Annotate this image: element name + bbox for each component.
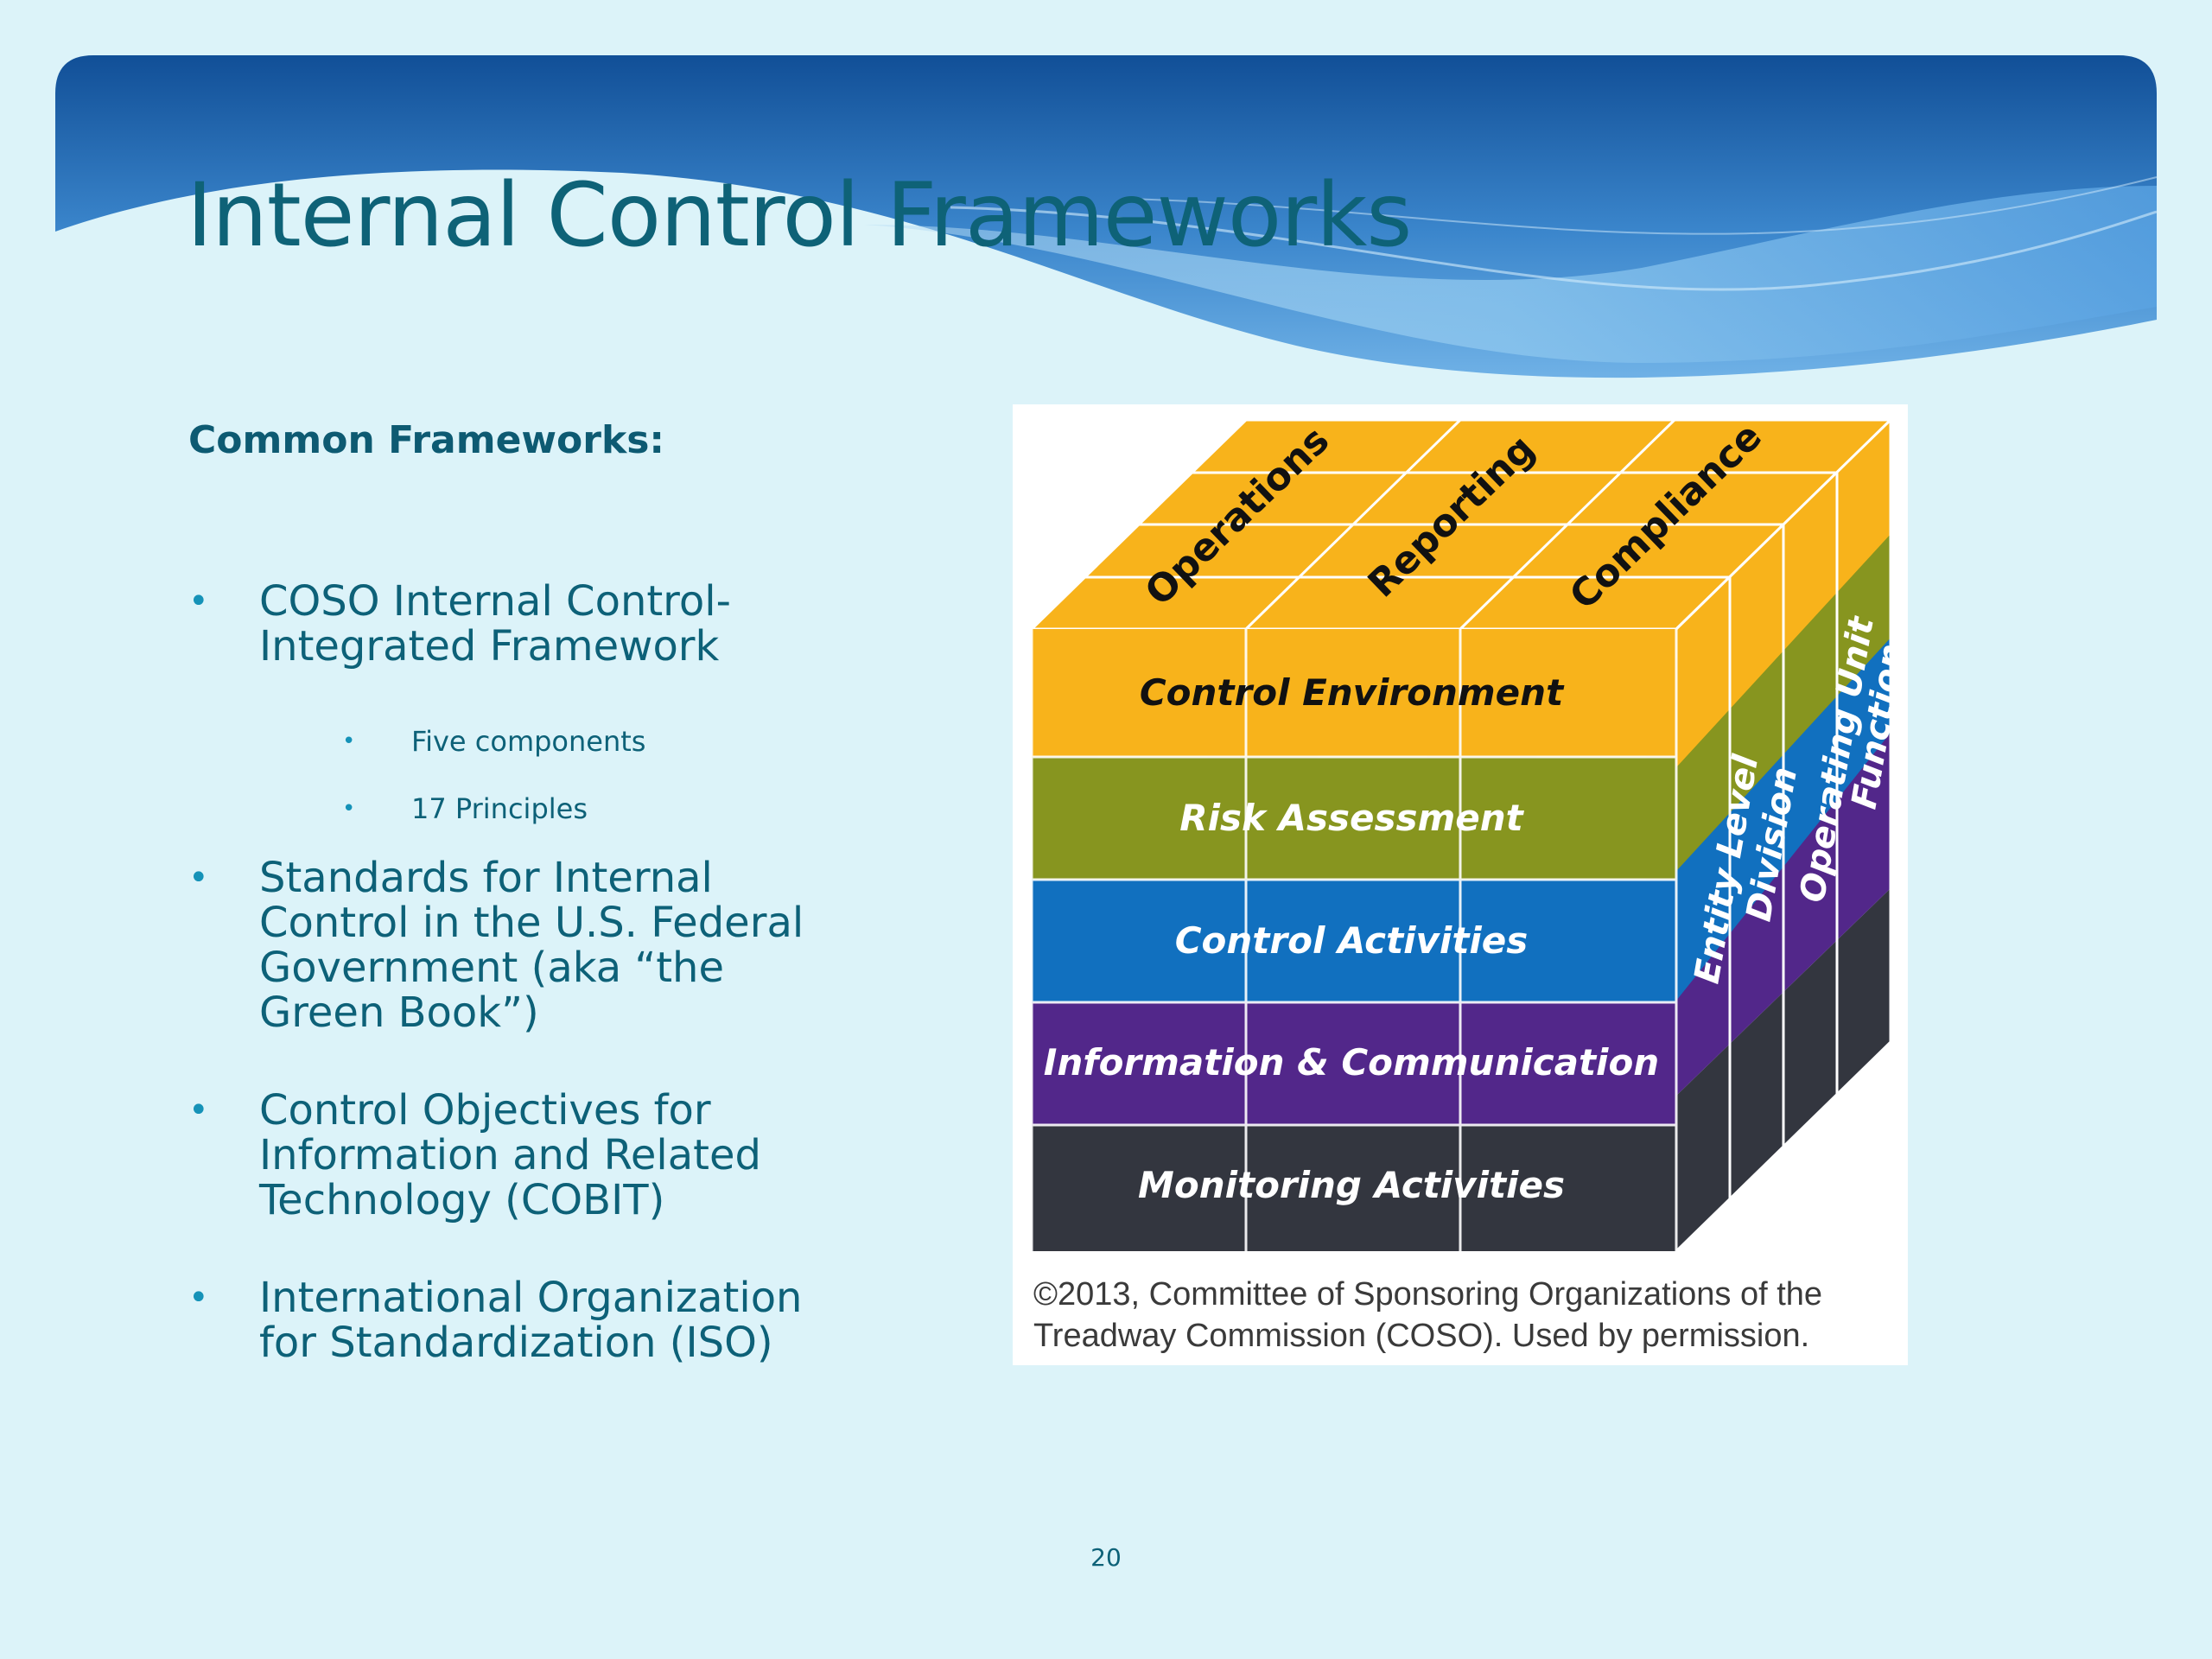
copyright-credit: ©2013, Committee of Sponsoring Organizat… — [1033, 1276, 1823, 1354]
coso-cube-figure: Operations Reporting Compliance — [1013, 404, 1908, 1365]
bullet-text: COSO Internal Control- Integrated Framew… — [259, 577, 731, 671]
header-wave-banner — [55, 55, 2158, 378]
component-band-risk-assessment — [1032, 757, 1676, 880]
bullet-glyph: • — [342, 728, 356, 754]
slide-title: Internal Control Frameworks — [187, 164, 1412, 267]
bullet-item-iso: • International Organization for Standar… — [188, 1275, 802, 1365]
component-label-control-environment: Control Environment — [1140, 671, 1565, 714]
component-label-control-activities: Control Activities — [1175, 919, 1529, 962]
bullet-text: Control Objectives for Information and R… — [259, 1086, 761, 1224]
component-label-information-communication: Information & Communication — [1044, 1041, 1659, 1084]
component-label-risk-assessment: Risk Assessment — [1179, 797, 1524, 839]
bullet-text: 17 Principles — [411, 792, 588, 825]
bullet-text: International Organization for Standardi… — [259, 1274, 803, 1367]
bullet-glyph: • — [188, 858, 209, 898]
coso-cube-diagram: Operations Reporting Compliance — [1028, 415, 1908, 1253]
bullet-item-green-book: • Standards for Internal Control in the … — [188, 855, 804, 1035]
component-label-monitoring-activities: Monitoring Activities — [1138, 1164, 1565, 1206]
component-band-control-activities — [1032, 880, 1676, 1002]
sub-bullet-item-components: • Five components — [342, 724, 645, 759]
cube-side-gridlines — [1675, 418, 1892, 1253]
cube-front-gridlines — [1030, 629, 1678, 1251]
bullet-glyph: • — [188, 582, 209, 621]
bullet-item-coso: • COSO Internal Control- Integrated Fram… — [188, 579, 731, 669]
page-number: 20 — [1090, 1543, 1122, 1572]
component-band-control-environment — [1032, 629, 1676, 757]
bullet-glyph: • — [342, 796, 356, 822]
bullet-item-cobit: • Control Objectives for Information and… — [188, 1088, 761, 1223]
cube-top-gridlines — [1085, 418, 1837, 631]
sub-bullet-item-principles: • 17 Principles — [342, 791, 588, 826]
component-band-information-communication — [1032, 1002, 1676, 1125]
bullet-glyph: • — [188, 1278, 209, 1318]
component-band-monitoring-activities — [1032, 1125, 1676, 1251]
section-subheading: Common Frameworks: — [188, 418, 665, 462]
bullet-text: Standards for Internal Control in the U.… — [259, 854, 804, 1037]
bullet-text: Five components — [411, 725, 646, 758]
bullet-glyph: • — [188, 1090, 209, 1130]
